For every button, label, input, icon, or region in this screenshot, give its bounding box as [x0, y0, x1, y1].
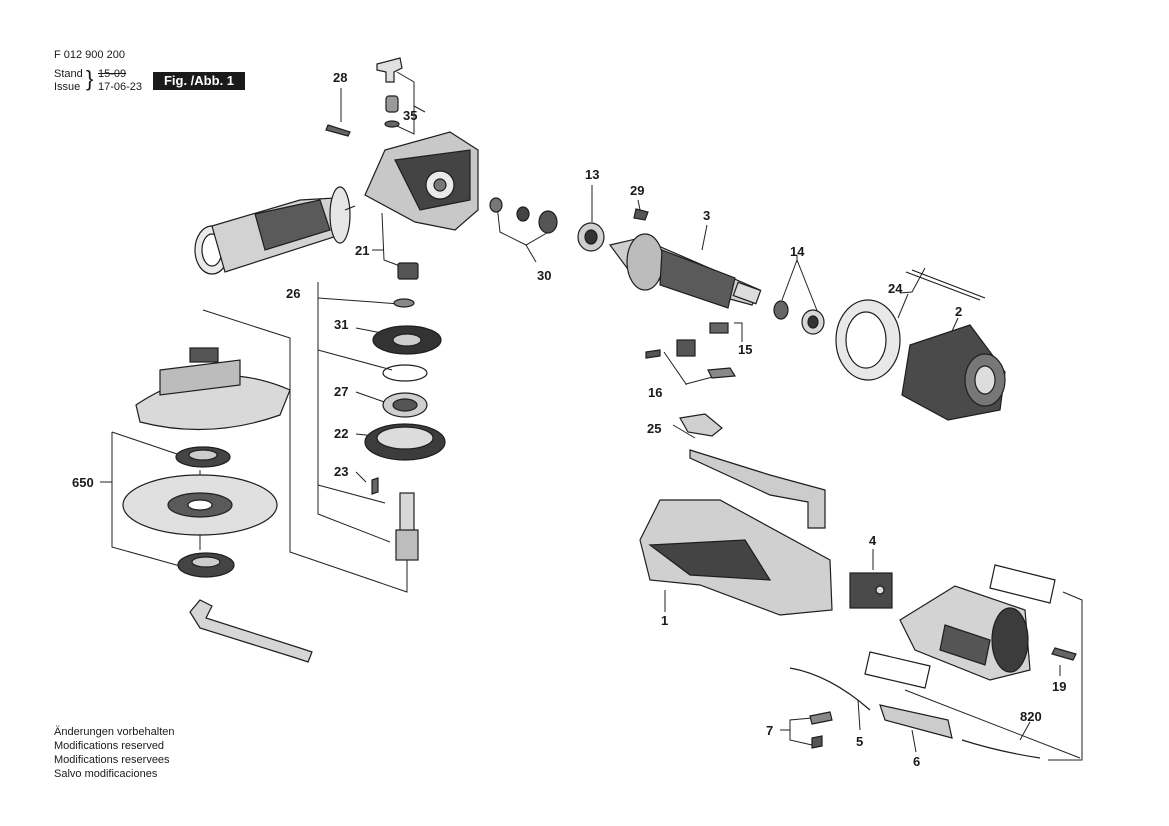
rear-cover [899, 585, 1031, 681]
note-line: Salvo modificaciones [54, 768, 158, 780]
document-number: F 012 900 200 [54, 49, 125, 61]
armature [608, 233, 762, 309]
part-number: 7 [766, 723, 773, 738]
part-number: 3 [703, 208, 710, 223]
part-number: 26 [286, 286, 300, 301]
part-number: 5 [856, 734, 863, 749]
spindle-lock-button [376, 57, 403, 128]
part-number: 28 [333, 70, 347, 85]
issue-label: Issue [54, 81, 81, 93]
part-number: 4 [869, 533, 877, 548]
spindle-bearings [489, 197, 649, 252]
stand-value: 15-09 [98, 68, 127, 80]
gear-housing [364, 131, 479, 231]
part-number: 13 [585, 167, 599, 182]
figure-label: Fig. /Abb. 1 [153, 72, 245, 90]
issue-value: 17-06-23 [98, 81, 143, 93]
spanner-wrench [189, 599, 313, 663]
part-number: 30 [537, 268, 551, 283]
part-number: 27 [334, 384, 348, 399]
part-number: 29 [630, 183, 644, 198]
power-cable [789, 667, 1041, 759]
part-number: 15 [738, 342, 752, 357]
gear-components [364, 262, 446, 561]
part-number: 19 [1052, 679, 1066, 694]
stator-screws [905, 269, 986, 301]
switch-module [849, 572, 893, 609]
flange-and-disc [122, 446, 278, 578]
rating-labels [864, 564, 1056, 689]
motor-housing [639, 499, 833, 616]
housing-screw [325, 124, 351, 137]
cover-screw [1051, 647, 1077, 661]
part-number-labels: 28 35 13 29 3 21 30 14 26 24 2 31 15 16 … [72, 70, 1066, 769]
field-stator [901, 324, 1006, 421]
part-number: 2 [955, 304, 962, 319]
carbon-brushes [645, 322, 737, 379]
part-number: 35 [403, 108, 417, 123]
note-line: Änderungen vorbehalten [54, 726, 175, 738]
part-number: 31 [334, 317, 348, 332]
part-number: 6 [913, 754, 920, 769]
wheel-guard [135, 347, 291, 431]
note-line: Modifications reserved [54, 740, 165, 752]
part-number: 16 [648, 385, 662, 400]
modification-notes: Änderungen vorbehalten Modifications res… [54, 725, 174, 781]
part-number: 820 [1020, 709, 1042, 724]
side-handle [194, 186, 356, 275]
part-number: 650 [72, 475, 94, 490]
bracket-glyph: } [86, 66, 94, 91]
part-number: 25 [647, 421, 661, 436]
part-number: 22 [334, 426, 348, 441]
part-number: 1 [661, 613, 668, 628]
part-number: 14 [790, 244, 805, 259]
part-number: 23 [334, 464, 348, 479]
part-number: 24 [888, 281, 903, 296]
stand-label: Stand [54, 68, 83, 80]
part-number: 21 [355, 243, 369, 258]
slide-switch [679, 413, 826, 529]
air-baffle [835, 299, 901, 381]
note-line: Modifications reservees [54, 754, 170, 766]
rear-bearings [773, 300, 825, 335]
